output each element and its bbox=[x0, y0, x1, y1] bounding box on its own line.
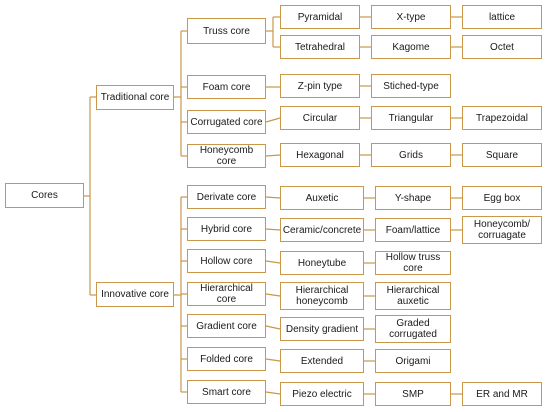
node-gradient-core: Gradient core bbox=[187, 314, 266, 338]
node-z-pin-type: Z-pin type bbox=[280, 74, 360, 98]
node-smp: SMP bbox=[375, 382, 451, 406]
node-traditional-core: Traditional core bbox=[96, 85, 174, 110]
node-innovative-core: Innovative core bbox=[96, 282, 174, 307]
node-foam-lattice: Foam/lattice bbox=[375, 218, 451, 242]
connector-line bbox=[265, 196, 281, 199]
node-hierarchical-core: Hierarchical core bbox=[187, 282, 266, 306]
node-folded-core: Folded core bbox=[187, 347, 266, 371]
connector-line bbox=[265, 293, 281, 297]
node-trapezoidal: Trapezoidal bbox=[462, 106, 542, 130]
node-x-type: X-type bbox=[371, 5, 451, 29]
node-triangular: Triangular bbox=[371, 106, 451, 130]
connector-line bbox=[265, 391, 281, 395]
node-auxetic: Auxetic bbox=[280, 186, 364, 210]
node-honeytube: Honeytube bbox=[280, 251, 364, 275]
node-hierarchical-honeycomb: Hierarchical honeycomb bbox=[280, 282, 364, 310]
node-extended: Extended bbox=[280, 349, 364, 373]
connector-line bbox=[265, 260, 281, 264]
node-derivate-core: Derivate core bbox=[187, 185, 266, 209]
connector-line bbox=[265, 117, 281, 123]
node-honeycomb-core: Honeycomb core bbox=[187, 144, 266, 168]
node-foam-core: Foam core bbox=[187, 75, 266, 99]
node-pyramidal: Pyramidal bbox=[280, 5, 360, 29]
node-hexagonal: Hexagonal bbox=[280, 143, 360, 167]
node-density-gradient: Density gradient bbox=[280, 317, 364, 341]
connector-line bbox=[265, 228, 281, 231]
node-egg-box: Egg box bbox=[462, 186, 542, 210]
node-hierarchical-auxetic: Hierarchical auxetic bbox=[375, 282, 451, 310]
node-square: Square bbox=[462, 143, 542, 167]
node-truss-core: Truss core bbox=[187, 18, 266, 44]
node-er-and-mr: ER and MR bbox=[462, 382, 542, 406]
node-hollow-truss-core: Hollow truss core bbox=[375, 251, 451, 275]
node-cores: Cores bbox=[5, 183, 84, 208]
node-graded-corrugated: Graded corrugated bbox=[375, 315, 451, 343]
node-honeycomb-corruagate: Honeycomb/ corruagate bbox=[462, 216, 542, 244]
node-smart-core: Smart core bbox=[187, 380, 266, 404]
node-grids: Grids bbox=[371, 143, 451, 167]
node-hybrid-core: Hybrid core bbox=[187, 217, 266, 241]
node-hollow-core: Hollow core bbox=[187, 249, 266, 273]
node-lattice: lattice bbox=[462, 5, 542, 29]
node-y-shape: Y-shape bbox=[375, 186, 451, 210]
connector-line bbox=[265, 325, 281, 330]
node-corrugated-core: Corrugated core bbox=[187, 110, 266, 134]
node-piezo-electric: Piezo electric bbox=[280, 382, 364, 406]
node-ceramic-concrete: Ceramic/concrete bbox=[280, 218, 364, 242]
node-kagome: Kagome bbox=[371, 35, 451, 59]
connector-line bbox=[265, 154, 281, 157]
node-circular: Circular bbox=[280, 106, 360, 130]
connector-line bbox=[265, 358, 281, 362]
node-octet: Octet bbox=[462, 35, 542, 59]
node-origami: Origami bbox=[375, 349, 451, 373]
node-tetrahedral: Tetrahedral bbox=[280, 35, 360, 59]
node-stiched-type: Stiched-type bbox=[371, 74, 451, 98]
